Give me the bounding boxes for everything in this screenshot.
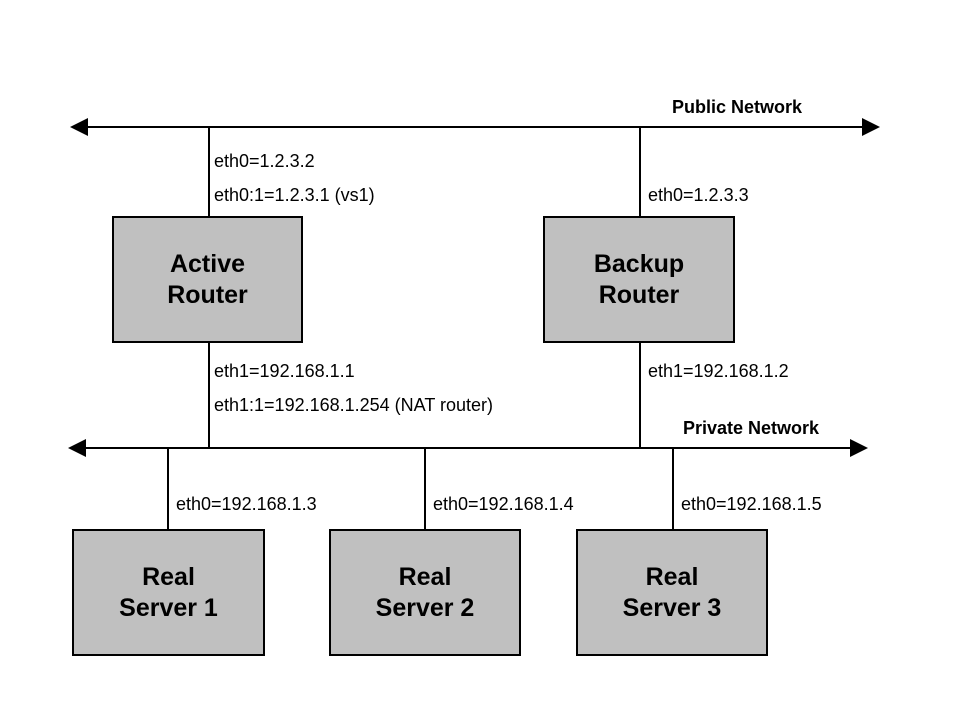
- real-server-3-drop-line: [672, 447, 674, 529]
- real-server-2-drop-line: [424, 447, 426, 529]
- active-router-public-drop-line: [208, 126, 210, 218]
- active-router-label-line2: Router: [167, 280, 248, 309]
- real-server-3-eth0-label: eth0=192.168.1.5: [681, 494, 822, 514]
- public-network-bus-line: [87, 126, 862, 128]
- real-server-2-label-line1: Real: [398, 563, 452, 591]
- real-server-1-eth0-label: eth0=192.168.1.3: [176, 494, 317, 514]
- public-network-label: Public Network: [672, 97, 803, 117]
- public-network-right-arrowhead-icon: [862, 118, 880, 136]
- backup-router-label-line1: Backup: [593, 250, 685, 278]
- backup-router-public-drop-line: [639, 126, 641, 218]
- real-server-2-eth0-label: eth0=192.168.1.4: [433, 494, 574, 514]
- backup-router-label-line2: Router: [598, 280, 680, 309]
- active-router-public-primary-label: eth0=1.2.3.2: [214, 151, 315, 171]
- real-server-2-node[interactable]: Real Server 2: [329, 529, 521, 656]
- real-server-3-label-line2: Server 3: [622, 593, 722, 622]
- backup-router-node[interactable]: Backup Router: [543, 216, 735, 343]
- backup-router-public-primary-label: eth0=1.2.3.3: [648, 185, 749, 205]
- backup-router-private-drop-line: [639, 343, 641, 448]
- real-server-3-node[interactable]: Real Server 3: [576, 529, 768, 656]
- real-server-3-label-line1: Real: [645, 563, 699, 591]
- private-network-label: Private Network: [683, 418, 820, 438]
- active-router-public-alias-label: eth0:1=1.2.3.1 (vs1): [214, 185, 375, 205]
- backup-router-private-primary-label: eth1=192.168.1.2: [648, 361, 789, 381]
- real-server-1-label-line1: Real: [142, 563, 195, 591]
- active-router-label-line1: Active: [169, 250, 246, 278]
- active-router-private-primary-label: eth1=192.168.1.1: [214, 361, 355, 381]
- active-router-node[interactable]: Active Router: [112, 216, 303, 343]
- private-network-left-arrowhead-icon: [68, 439, 86, 457]
- real-server-1-label-line2: Server 1: [119, 593, 218, 622]
- real-server-1-node[interactable]: Real Server 1: [72, 529, 265, 656]
- active-router-private-drop-line: [208, 343, 210, 448]
- private-network-bus-line: [85, 447, 850, 449]
- real-server-1-drop-line: [167, 447, 169, 529]
- active-router-private-alias-label: eth1:1=192.168.1.254 (NAT router): [214, 395, 494, 415]
- real-server-2-label-line2: Server 2: [375, 593, 475, 622]
- private-network-right-arrowhead-icon: [850, 439, 868, 457]
- public-network-left-arrowhead-icon: [70, 118, 88, 136]
